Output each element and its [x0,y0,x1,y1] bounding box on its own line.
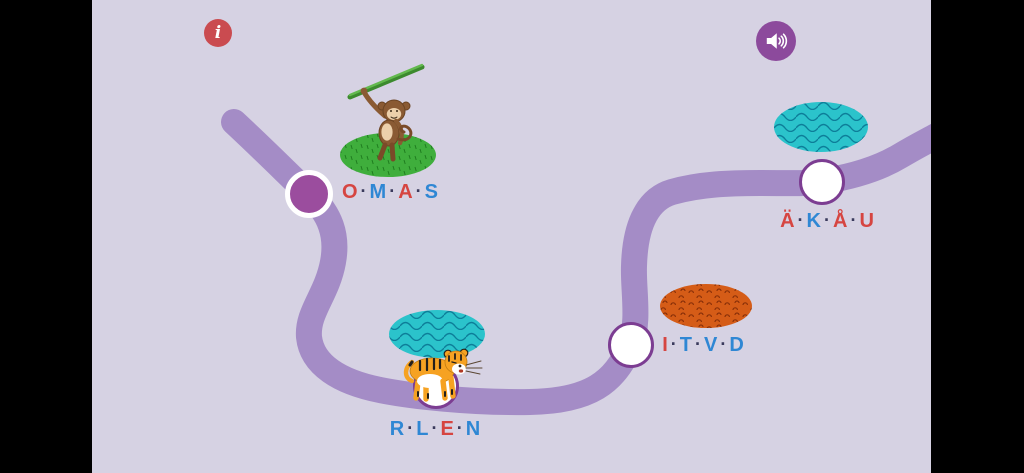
letter-k: K [806,210,821,232]
letter-separator: · [670,334,677,354]
letter-i: I [662,334,668,356]
level-label-omas: O·M·A·S [342,181,438,203]
letterbox-left [0,0,92,473]
path-map [221,63,931,416]
letter-e: E [440,418,454,440]
letter-separator: · [415,181,422,201]
info-icon: i [214,22,222,43]
letter-a: A [398,181,413,203]
letter-separator: · [456,418,463,438]
letter-separator: · [720,334,727,354]
info-button[interactable]: i [204,19,232,47]
grass-patch [340,133,436,177]
sand-patch [660,284,752,328]
level-node-itvd[interactable] [608,322,654,368]
letter-separator: · [389,181,396,201]
tiger-illustration [403,348,483,402]
monkey-illustration [347,63,425,162]
game-board: i O·M·A·S R·L·E·N I·T·V·D Ä·K·Å·U [92,0,931,473]
water-patch-top [774,102,868,152]
level-label-itvd: I·T·V·D [662,334,744,356]
water-patch-bottom [389,310,485,358]
letter-t: T [679,334,692,356]
letter-separator: · [407,418,414,438]
letter-r: R [389,418,405,440]
level-node-akau[interactable] [799,159,845,205]
letter-separator: · [360,181,367,201]
letter-v: V [703,334,718,356]
level-node-omas[interactable] [285,170,333,218]
speaker-icon [766,33,788,49]
letter-u: U [859,210,874,232]
letter-s: S [424,181,439,203]
letter-separator: · [694,334,701,354]
letter-d: D [729,334,744,356]
letter-n: N [465,418,481,440]
sound-button[interactable] [756,21,796,61]
letter-separator: · [824,210,830,230]
level-label-rlen: R·L·E·N [390,418,480,440]
letter-separator: · [431,418,438,438]
letter-l: L [416,418,429,440]
letter-m: M [369,181,387,203]
letter-å: Å [833,210,848,232]
letter-o: O [341,181,358,203]
letter-ä: Ä [780,210,795,232]
level-label-akau: Ä·K·Å·U [780,210,874,232]
letterbox-right [931,0,1024,473]
letter-separator: · [850,210,857,230]
letter-separator: · [797,210,804,230]
